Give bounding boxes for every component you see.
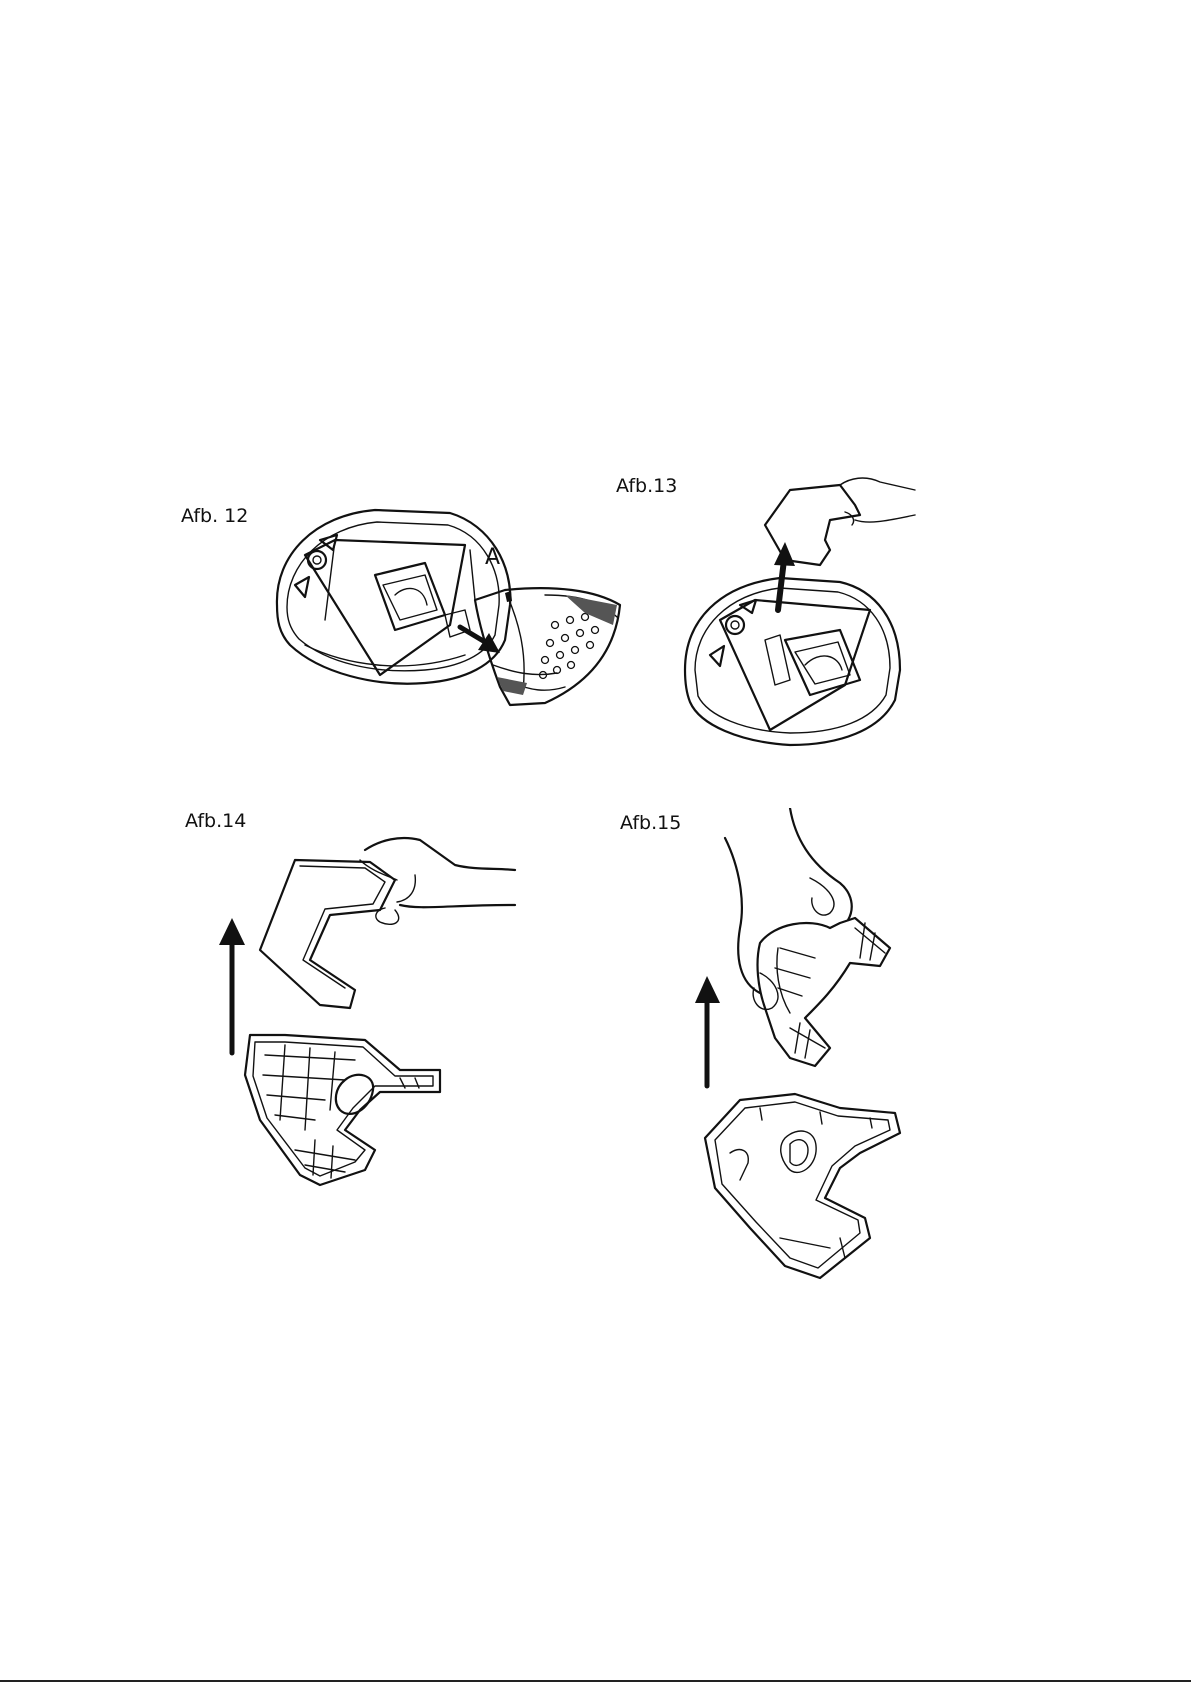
fig13-illustration (680, 470, 930, 760)
fig14-illustration (205, 830, 535, 1220)
page-bottom-rule (0, 1680, 1191, 1682)
fig12-caption: Afb. 12 (181, 505, 248, 527)
fig15-caption: Afb.15 (620, 812, 681, 834)
fig14-caption: Afb.14 (185, 810, 246, 832)
fig12-illustration (265, 505, 635, 755)
fig13-caption: Afb.13 (616, 475, 677, 497)
fig12-callout-a: A (485, 545, 500, 570)
fig15-illustration (690, 808, 940, 1288)
